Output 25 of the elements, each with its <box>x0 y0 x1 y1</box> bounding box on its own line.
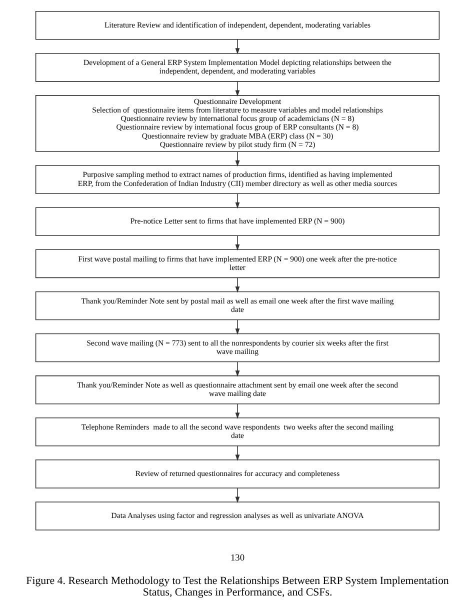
node-box: Literature Review and identification of independent, dependent, moderating variables <box>34 10 440 40</box>
arrow <box>234 151 240 167</box>
arrow <box>234 39 240 54</box>
arrow <box>234 235 240 251</box>
arrow <box>234 193 240 209</box>
arrow <box>234 319 240 335</box>
node-box: Purposive sampling method to extract names of production firms, identified as having implemented ERP, from the Confederation of Indian Industry (CII) member directory as well as other media sources <box>34 165 440 194</box>
arrow <box>234 81 240 96</box>
node-box: Thank you/Reminder Note sent by postal mail as well as email one week after the first wave mailing date <box>34 291 440 320</box>
node-box: Second wave mailing (N = 773) sent to all the nonrespondents by courier six weeks after the first wave mailing <box>34 333 440 362</box>
node-box: Review of returned questionnaires for accuracy and completeness <box>34 460 440 488</box>
node-box: Development of a General ERP System Implementation Model depicting relationships between the independent, dependent, and moderating variables <box>34 53 440 82</box>
arrow <box>234 361 240 377</box>
node-box: Pre-notice Letter sent to firms that have implemented ERP (N = 900) <box>34 207 440 236</box>
arrow <box>234 277 240 293</box>
caption: Figure 4. Research Methodology to Test the Relationships Between ERP System Implementation Status, Changes in Performance, and CSFs. <box>26 574 448 599</box>
arrow <box>234 446 240 461</box>
node-box: Data Analyses using factor and regression analyses as well as univariate ANOVA <box>34 502 440 530</box>
node-box: Thank you/Reminder Note as well as questionnaire attachment sent by email one week after the second wave mailing date <box>34 375 440 404</box>
label: 130 <box>230 553 244 564</box>
node-box: First wave postal mailing to firms that have implemented ERP (N = 900) one week after the pre-notice letter <box>34 249 440 278</box>
arrow <box>234 488 240 503</box>
arrow <box>234 403 240 419</box>
node-box: Telephone Reminders made to all the second wave respondents two weeks after the second mailing date <box>34 417 440 446</box>
node-box: Questionnaire Development Selection of questionnaire items from literature to measure variables and model relationships Questionnaire review by international focus group of academicians (N = 8) Questionnaire review by international focus group of ERP consultants (N = 8) Questionnaire review by graduate MBA (ERP) class (N = 30) Questionnaire review by pilot study firm (N = 72) <box>34 95 440 152</box>
